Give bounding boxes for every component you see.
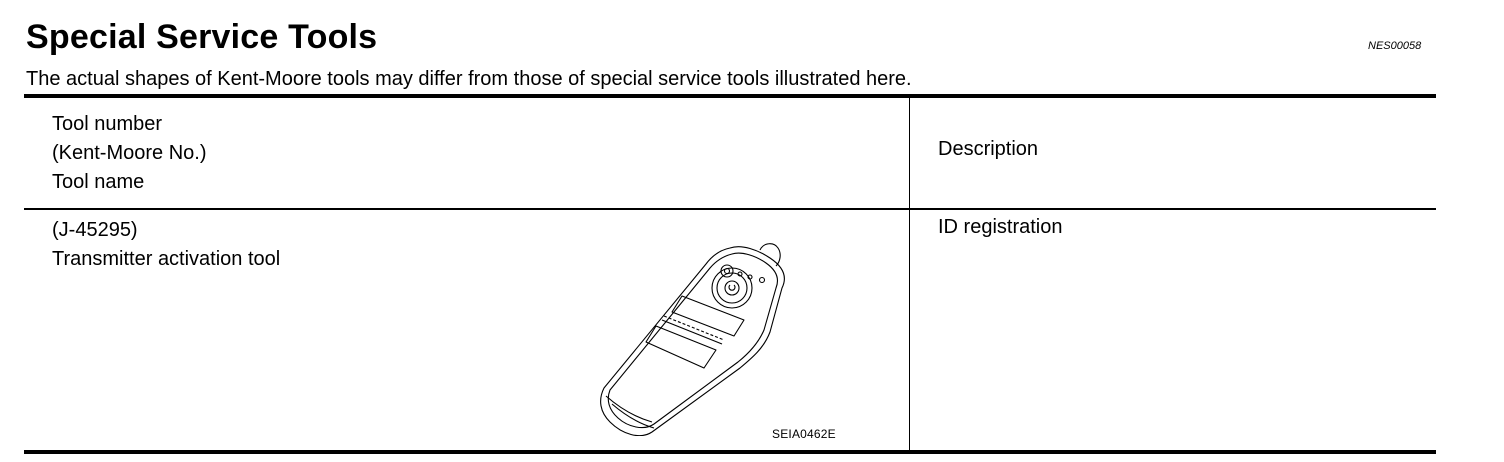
- column-header-tool-number: Tool number: [52, 113, 163, 135]
- transmitter-activation-tool-illustration: [600, 243, 785, 436]
- tool-description: ID registration: [938, 216, 1063, 238]
- table-header-rule: [24, 208, 1436, 210]
- column-header-tool-name: Tool name: [52, 171, 145, 193]
- tool-number: (J-45295): [52, 219, 138, 241]
- column-header-description: Description: [938, 138, 1039, 160]
- page-subtitle: The actual shapes of Kent-Moore tools ma…: [26, 68, 912, 90]
- tool-name: Transmitter activation tool: [52, 248, 281, 270]
- column-header-kent-moore-no: (Kent-Moore No.): [52, 142, 207, 164]
- figure-code: SEIA0462E: [772, 427, 836, 441]
- table-bottom-rule: [24, 450, 1436, 454]
- document-code: NES00058: [1368, 40, 1422, 52]
- table-top-rule: [24, 94, 1436, 98]
- table-column-divider: [909, 98, 910, 450]
- column-header-tool: Tool number (Kent-Moore No.) Tool name: [52, 110, 207, 197]
- page-title: Special Service Tools: [26, 18, 378, 56]
- table-row-tool: (J-45295) Transmitter activation tool: [52, 216, 280, 274]
